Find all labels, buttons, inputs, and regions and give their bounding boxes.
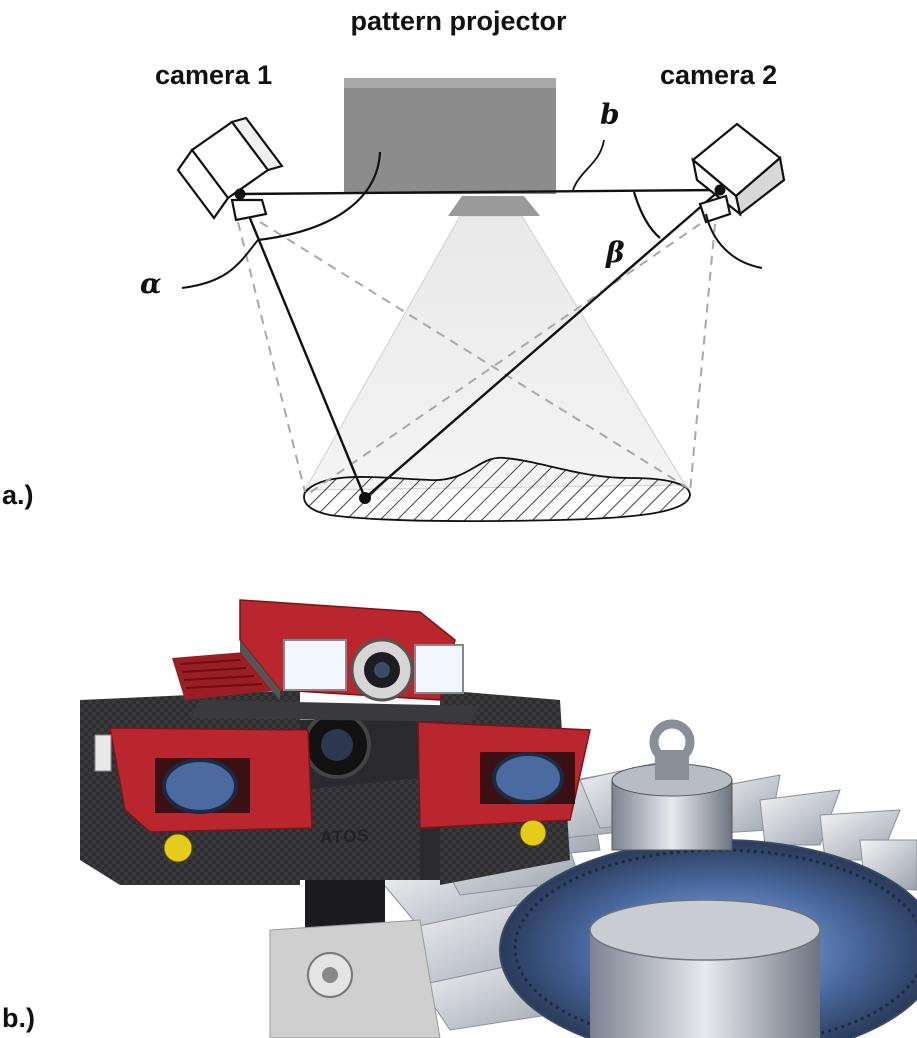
- projector-arc: [705, 213, 763, 269]
- atos-brand-text: ATOS: [319, 826, 370, 847]
- camera-2-center: [714, 184, 726, 196]
- pattern-projector-title: pattern projector: [350, 6, 567, 36]
- beta-symbol: β: [606, 236, 625, 269]
- right-camera-lens: [492, 752, 564, 804]
- baseline-symbol: b: [600, 98, 620, 131]
- led-panel-right: [414, 644, 464, 694]
- camera-2-label: camera 2: [660, 60, 778, 90]
- projector-vents: [179, 659, 263, 689]
- panel-b-label: b.): [2, 1003, 35, 1033]
- scanner-mount-base: [269, 919, 441, 1038]
- object-point: [359, 492, 371, 504]
- camera-1-center: [234, 188, 246, 200]
- scanner-center-plate: [300, 778, 420, 880]
- left-camera-lens: [162, 758, 238, 814]
- beta-arc: [632, 191, 661, 239]
- projector-top: [344, 78, 556, 88]
- alpha-symbol: α: [140, 267, 162, 300]
- eye-bolt: [649, 719, 695, 765]
- led-panel-left: [283, 639, 347, 691]
- b-leader: [572, 139, 605, 191]
- stereo-triangulation-svg: [176, 78, 786, 523]
- right-yellow-marker: [519, 819, 547, 847]
- alpha-leader: [181, 239, 259, 289]
- baseline: [239, 188, 721, 196]
- camera-1-body: [176, 116, 284, 222]
- ray-camera-2: [364, 189, 721, 499]
- projector-body: [344, 88, 556, 194]
- camera-1-label: camera 1: [155, 60, 273, 90]
- ray-camera-1: [238, 193, 367, 499]
- left-yellow-marker: [163, 833, 193, 863]
- camera-fov-lines: [237, 221, 716, 495]
- projector-lens: [448, 196, 540, 216]
- alpha-arc: [257, 151, 382, 242]
- panel-a-label: a.): [2, 480, 34, 510]
